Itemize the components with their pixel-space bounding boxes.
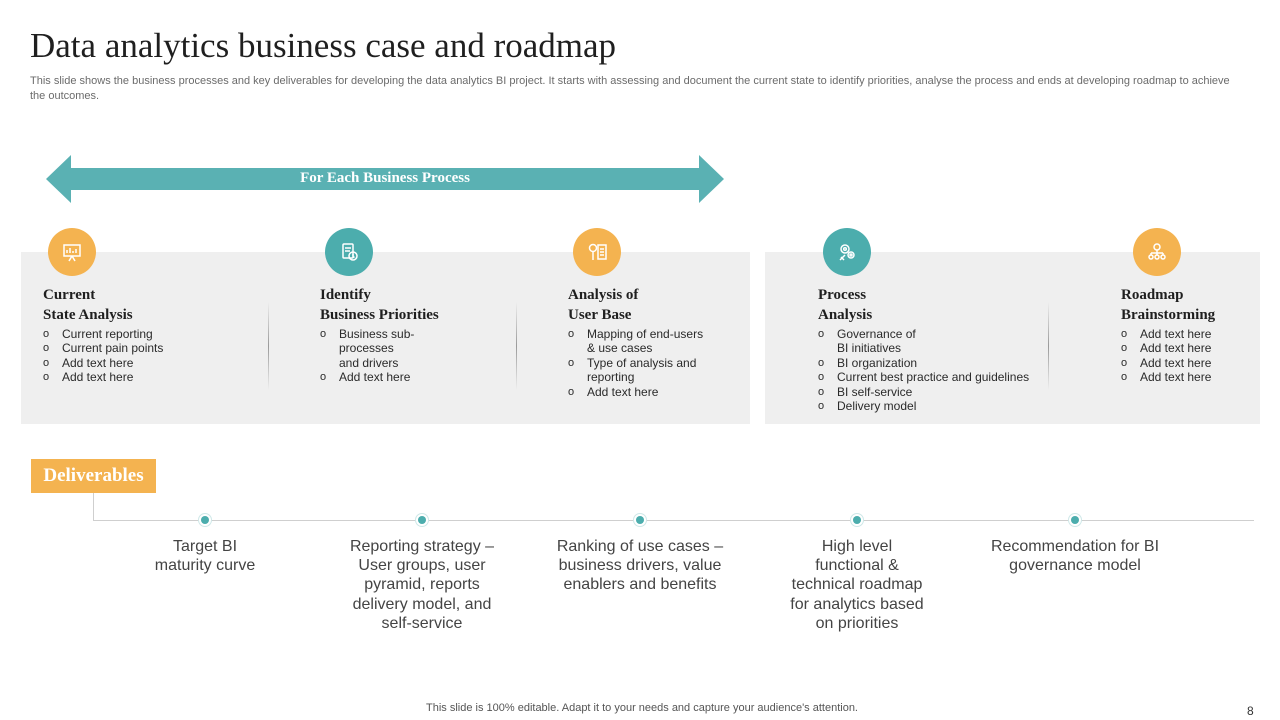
priorities-document-icon <box>342 243 358 261</box>
list-item: Add text here <box>568 385 743 400</box>
stage-title: Analysis of <box>568 287 639 303</box>
stage-icon-circle <box>1133 228 1181 276</box>
stage-list: Governance of BI initiatives BI organiza… <box>818 327 1043 414</box>
column-divider <box>516 302 517 390</box>
footer-note: This slide is 100% editable. Adapt it to… <box>426 702 858 714</box>
list-item: Add text here <box>43 356 258 371</box>
list-item: Mapping of end-users & use cases <box>568 327 743 356</box>
team-network-icon <box>1148 243 1166 260</box>
list-item: Add text here <box>1121 341 1256 356</box>
list-item: Current best practice and guidelines <box>818 370 1043 385</box>
double-arrow-banner <box>46 155 724 203</box>
stage-title: User Base <box>568 307 632 323</box>
stage-list: Add text here Add text here Add text her… <box>1121 327 1256 385</box>
stage-icon-circle <box>48 228 96 276</box>
deliverable-item: High level functional & technical roadma… <box>790 538 924 632</box>
list-item: Add text here <box>1121 370 1256 385</box>
timeline-dot <box>415 513 429 527</box>
process-gears-icon <box>839 244 855 261</box>
stage-icon-circle <box>325 228 373 276</box>
deliverable-item: Ranking of use cases – business drivers,… <box>556 538 724 594</box>
list-item: Add text here <box>320 370 500 385</box>
deliverable-item: Target BI maturity curve <box>154 538 256 575</box>
slide-title: Data analytics business case and roadmap <box>30 26 617 65</box>
stage-list: Business sub- processes and drivers Add … <box>320 327 500 385</box>
stage-roadmap: Roadmap Brainstorming Add text here Add … <box>1121 285 1256 385</box>
timeline-dot <box>1068 513 1082 527</box>
stage-business-priorities: Identify Business Priorities Business su… <box>320 285 500 385</box>
deliverables-badge: Deliverables <box>31 459 156 493</box>
list-item: Add text here <box>1121 356 1256 371</box>
list-item: Governance of BI initiatives <box>818 327 1043 356</box>
list-item: Current pain points <box>43 341 258 356</box>
connector-line <box>93 493 94 520</box>
timeline-line <box>93 520 1254 521</box>
deliverable-item: Reporting strategy – User groups, user p… <box>349 538 495 632</box>
stage-title: Brainstorming <box>1121 307 1216 323</box>
stage-title: Analysis <box>818 307 873 323</box>
report-board-icon <box>63 244 81 262</box>
list-item: BI self-service <box>818 385 1043 400</box>
stage-title: Business Priorities <box>320 307 439 323</box>
column-divider <box>268 302 269 390</box>
timeline-dot <box>850 513 864 527</box>
stage-current-state: Current State Analysis Current reporting… <box>43 285 258 385</box>
analysis-checklist-icon <box>588 243 607 260</box>
stage-title: Roadmap <box>1121 287 1184 303</box>
banner-label: For Each Business Process <box>300 170 470 186</box>
stage-title: Identify <box>320 287 371 303</box>
stage-list: Mapping of end-users & use cases Type of… <box>568 327 743 399</box>
list-item: Add text here <box>1121 327 1256 342</box>
list-item: BI organization <box>818 356 1043 371</box>
timeline-dot <box>198 513 212 527</box>
list-item: Type of analysis and reporting <box>568 356 743 385</box>
slide-subtitle: This slide shows the business processes … <box>30 75 1230 102</box>
column-divider <box>1048 302 1049 390</box>
list-item: Current reporting <box>43 327 258 342</box>
stage-title: State Analysis <box>43 307 133 323</box>
list-item: Add text here <box>43 370 258 385</box>
stage-title: Current <box>43 287 96 303</box>
stage-list: Current reporting Current pain points Ad… <box>43 327 258 385</box>
deliverable-item: Recommendation for BI governance model <box>990 538 1160 575</box>
timeline-dot <box>633 513 647 527</box>
stage-icon-circle <box>823 228 871 276</box>
list-item: Business sub- processes and drivers <box>320 327 500 370</box>
stage-user-base: Analysis of User Base Mapping of end-use… <box>568 285 743 399</box>
list-item: Delivery model <box>818 399 1043 414</box>
stage-icon-circle <box>573 228 621 276</box>
stage-title: Process <box>818 287 867 303</box>
page-number: 8 <box>1247 704 1254 718</box>
stage-process-analysis: Process Analysis Governance of BI initia… <box>818 285 1043 414</box>
